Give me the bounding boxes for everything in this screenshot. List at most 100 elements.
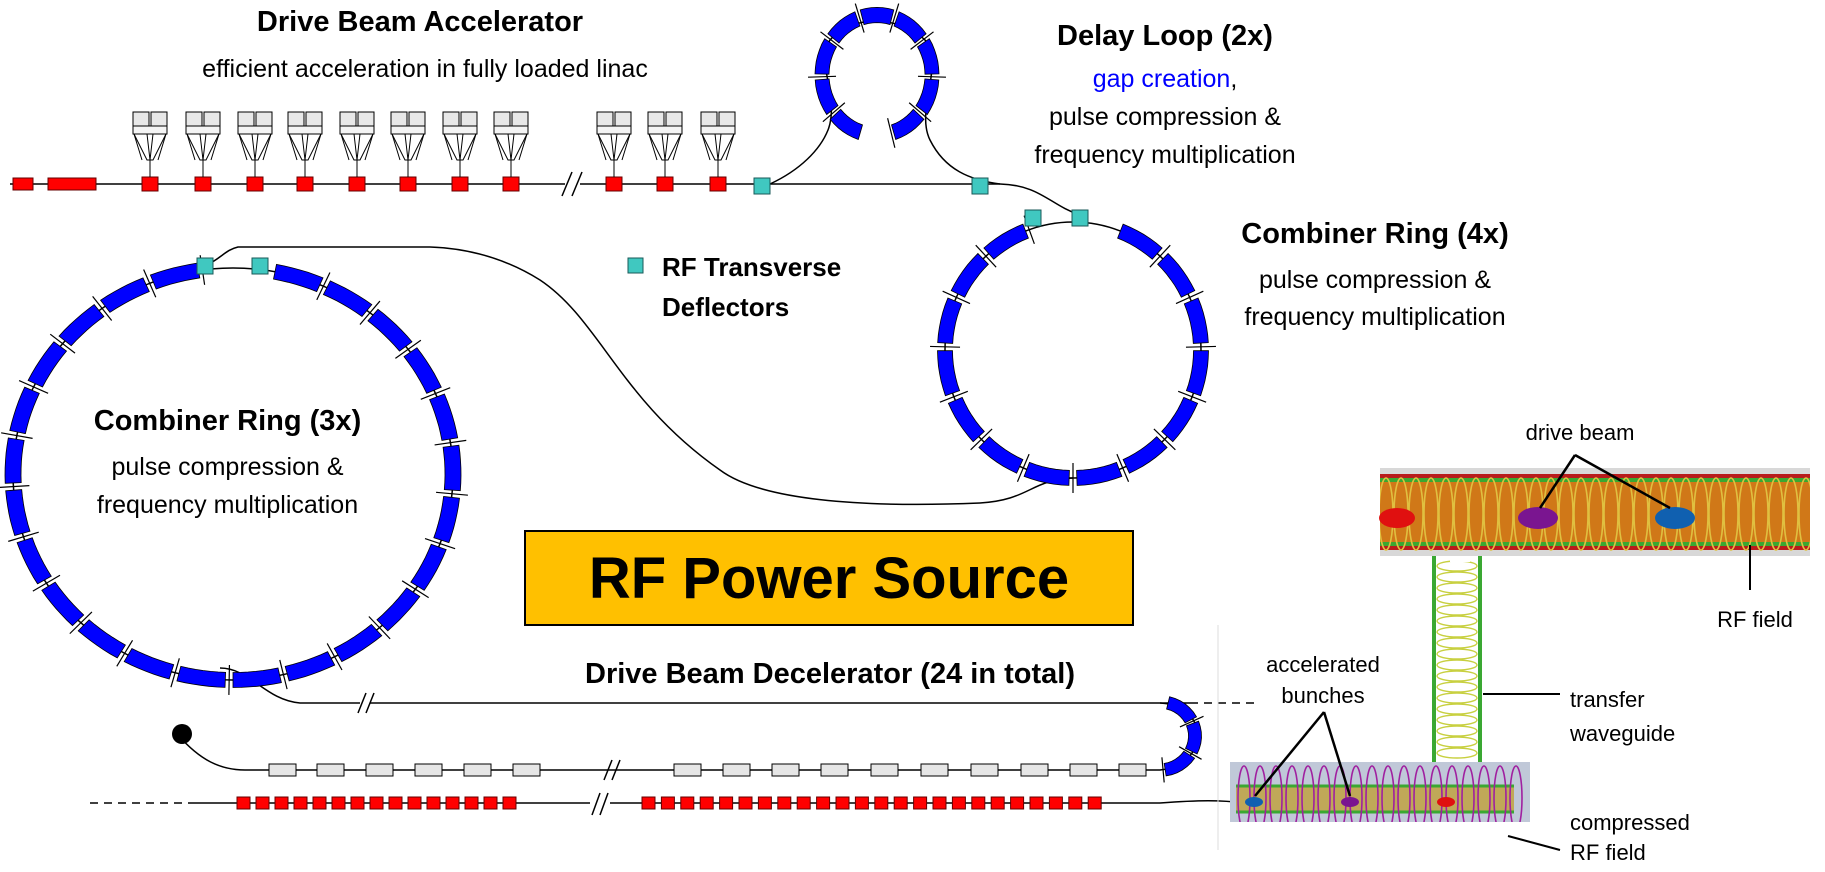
klystron-base bbox=[700, 125, 736, 135]
cr3-magnet-gap bbox=[316, 272, 331, 301]
rf-field-coil bbox=[1573, 477, 1589, 551]
decelerator-quad bbox=[1068, 796, 1083, 810]
klystron-base bbox=[390, 125, 426, 135]
gap-creation-text: gap creation bbox=[1092, 65, 1231, 93]
accel-pointer-b bbox=[1322, 711, 1352, 797]
power-combiner-legs bbox=[340, 133, 374, 161]
cr4-magnet-gap bbox=[1185, 345, 1216, 348]
inset-compressed-label-2: RF field bbox=[1570, 840, 1646, 865]
cr3-magnet bbox=[149, 262, 201, 290]
rf-field-coil bbox=[1798, 477, 1810, 551]
cr4-magnet-gap bbox=[975, 244, 997, 268]
transfer-field-coil bbox=[1436, 582, 1478, 594]
decelerator-quad bbox=[1010, 796, 1025, 810]
cr3-magnet-gap bbox=[228, 664, 231, 695]
cr3-magnet-gap bbox=[143, 269, 157, 298]
transfer-field-coil bbox=[1436, 571, 1478, 583]
power-combiner bbox=[288, 133, 322, 161]
power-combiner bbox=[133, 133, 167, 161]
cr3-magnet bbox=[442, 444, 462, 492]
cr3-magnet-gap bbox=[395, 339, 422, 359]
transfer-field-coil bbox=[1436, 670, 1478, 682]
inset-top-coils bbox=[1380, 477, 1810, 551]
linac-break-mark bbox=[571, 171, 583, 197]
cr3-magnet bbox=[322, 280, 373, 318]
cr3-to-decel-line bbox=[219, 667, 360, 704]
transfer-field-coil bbox=[1436, 681, 1478, 693]
cr3-magnet-gap bbox=[326, 643, 343, 671]
klystron bbox=[339, 111, 357, 127]
pets-structure bbox=[722, 763, 751, 777]
inset-accelerated-label-2: bunches bbox=[1281, 683, 1365, 708]
cr3-magnet-gap bbox=[49, 333, 76, 354]
power-combiner bbox=[186, 133, 220, 161]
inset-bottom-pipe bbox=[1236, 786, 1514, 812]
klystron bbox=[255, 111, 273, 127]
accelerating-structure bbox=[605, 176, 623, 192]
power-combiner-legs bbox=[701, 133, 735, 161]
cr3-magnet bbox=[376, 587, 421, 632]
delay-loop-magnet bbox=[891, 108, 925, 141]
cr4-magnet bbox=[937, 297, 963, 344]
generated-elements bbox=[0, 3, 1216, 810]
decelerator-quad bbox=[407, 796, 422, 810]
compressed-field-coil bbox=[1365, 765, 1379, 822]
power-combiner-legs bbox=[133, 133, 167, 161]
rf-deflector bbox=[1071, 209, 1089, 227]
klystron-base bbox=[287, 125, 323, 135]
turnaround-magnet bbox=[1163, 750, 1196, 777]
decelerator-quad bbox=[350, 796, 365, 810]
klystron-base bbox=[237, 125, 273, 135]
klystron bbox=[493, 111, 511, 127]
deflector-legend-swatch bbox=[627, 257, 644, 274]
inset-transfer-label-2: waveguide bbox=[1570, 721, 1676, 746]
decelerator-quad bbox=[777, 796, 792, 810]
rf-field-coil bbox=[1693, 477, 1709, 551]
decelerator-quad bbox=[1048, 796, 1063, 810]
power-combiner bbox=[494, 133, 528, 161]
accelerating-structure bbox=[141, 176, 159, 192]
delay-loop-magnet bbox=[814, 38, 838, 75]
decelerator-quad bbox=[445, 796, 460, 810]
cr3-magnet bbox=[333, 623, 383, 663]
power-combiner-legs bbox=[648, 133, 682, 161]
gap-creation-comma: , bbox=[1230, 65, 1238, 93]
klystron bbox=[132, 111, 150, 127]
decel-break-upper bbox=[611, 759, 621, 781]
klystron bbox=[357, 111, 375, 127]
cr3-magnet bbox=[100, 277, 150, 313]
pets-structure bbox=[512, 763, 541, 777]
cr4-magnet-gap bbox=[1016, 453, 1030, 483]
accel-bunch-blue bbox=[1245, 797, 1263, 807]
transfer-field-coil bbox=[1436, 648, 1478, 660]
pets-structure bbox=[268, 763, 297, 777]
decelerator-quad bbox=[932, 796, 947, 810]
klystron-base bbox=[185, 125, 221, 135]
decelerator-quad bbox=[680, 796, 695, 810]
transfer-waveguide bbox=[1432, 556, 1482, 766]
turnaround-magnet-gap bbox=[1161, 757, 1165, 783]
delay-loop-title: Delay Loop (2x) bbox=[1057, 20, 1273, 52]
compressed-field-coil bbox=[1285, 765, 1299, 822]
cr3-magnet-gap bbox=[359, 300, 381, 325]
cr3-magnet bbox=[77, 619, 126, 659]
rf-field-coil bbox=[1768, 477, 1784, 551]
delay-loop-magnet-gap bbox=[908, 102, 932, 123]
inset-accelerated-label-1: accelerated bbox=[1266, 652, 1380, 677]
turnaround-magnet bbox=[1184, 720, 1202, 755]
beam-source-dot bbox=[172, 724, 192, 744]
rf-deflector bbox=[1024, 209, 1042, 227]
compressed-field-coil bbox=[1301, 765, 1315, 822]
cr3-magnet-gap bbox=[1, 432, 33, 439]
power-combiner-legs bbox=[597, 133, 631, 161]
cr3-magnet bbox=[429, 393, 459, 441]
inset-transfer-label-1: transfer bbox=[1570, 687, 1645, 712]
pets-structure bbox=[673, 763, 702, 777]
transfer-field-coil bbox=[1436, 637, 1478, 649]
cr3-magnet-gap bbox=[279, 659, 288, 690]
pets-structure bbox=[771, 763, 800, 777]
delay-loop-magnet-gap bbox=[887, 118, 896, 148]
cr3-magnet bbox=[176, 665, 227, 688]
pets-structure bbox=[970, 763, 999, 777]
transfer-field-coil bbox=[1436, 703, 1478, 715]
